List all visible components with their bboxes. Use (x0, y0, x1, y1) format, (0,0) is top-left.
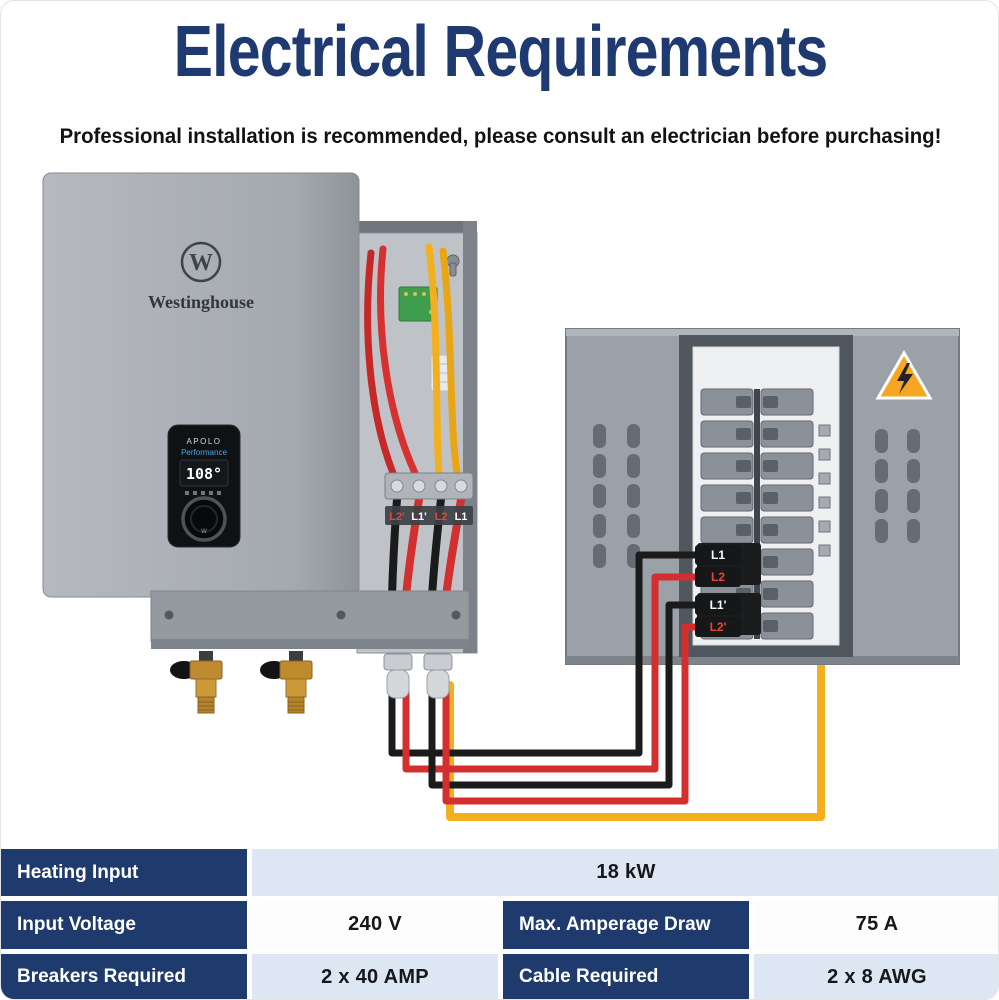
spec-value-cell: 18 kW (252, 849, 998, 897)
control-panel: APOLO Performance 108° W (167, 424, 241, 548)
page-title: Electrical Requirements (173, 12, 829, 92)
keyhole-icon (446, 254, 460, 277)
internal-yellow-wire (425, 243, 443, 477)
status-icons (185, 491, 221, 495)
digital-display (179, 459, 229, 487)
series-label: Performance (181, 448, 227, 457)
junction-terminal-label: L2' (389, 511, 405, 523)
page-subtitle: Professional installation is recommended… (59, 125, 942, 148)
right-vents (875, 429, 920, 543)
spec-header-cell: Max. Amperage Draw (503, 901, 749, 949)
panel-terminal-label: L1' (710, 598, 727, 612)
junction-terminal-label: L1' (411, 511, 427, 523)
panel-screws (818, 424, 831, 557)
water-valve-right[interactable] (260, 651, 313, 714)
high-voltage-warning-icon (875, 350, 933, 400)
temperature-readout: 108° (186, 465, 222, 483)
wire-l1p-black (428, 601, 707, 789)
junction-box: L2' L1' L2 L1 (356, 221, 478, 654)
panel-terminal-label: L2 (711, 570, 725, 584)
water-heater: W Westinghouse APOLO Performance 108° W (42, 172, 360, 598)
left-vents (593, 424, 640, 568)
panel-terminal-label: L1 (711, 548, 725, 562)
terminal-strip (384, 472, 474, 500)
spec-table: Heating Input 18 kW Input Voltage 240 V … (1, 849, 998, 999)
spec-header-cell: Input Voltage (1, 901, 247, 949)
terminal-label-strip (385, 506, 473, 525)
spec-header-cell: Breakers Required (1, 953, 247, 999)
junction-terminal-label: L1 (455, 511, 468, 523)
spec-header-cell: Cable Required (503, 953, 749, 999)
brand-name: Westinghouse (148, 292, 254, 312)
breaker-panel (565, 328, 960, 665)
spec-value-cell: 75 A (754, 901, 998, 949)
water-valve-left[interactable] (170, 651, 223, 714)
junction-terminal-label: L2 (435, 511, 448, 523)
spec-value-cell: 2 x 40 AMP (252, 953, 498, 999)
wire-l2-red (402, 573, 707, 773)
wiring-illustration: L2' L1' L2 L1 W Westinghouse APOLO Perfo… (42, 172, 960, 821)
westinghouse-logo-icon: W (180, 241, 222, 283)
internal-red-wire (377, 245, 419, 477)
knob-mark: W (201, 529, 207, 535)
internal-red-wire (364, 249, 397, 477)
spec-header-cell: Heating Input (1, 849, 247, 897)
spec-value-cell: 240 V (252, 901, 498, 949)
cable-gland-left (383, 653, 413, 699)
panel-terminal-tabs: L1 L2 L1' L2' (695, 545, 741, 637)
spec-value-cell: 2 x 8 AWG (754, 953, 998, 999)
control-knob[interactable]: W (181, 496, 227, 542)
wire-l1-black (388, 551, 707, 757)
mounting-bracket (150, 590, 470, 649)
internal-yellow-wire (439, 247, 461, 477)
wire-l2p-red (442, 623, 707, 805)
pcb-module (398, 286, 438, 322)
cable-gland-right (423, 653, 453, 699)
panel-terminal-label: L2' (710, 620, 727, 634)
logo-letter: W (189, 250, 213, 276)
model-label: APOLO (186, 437, 221, 446)
